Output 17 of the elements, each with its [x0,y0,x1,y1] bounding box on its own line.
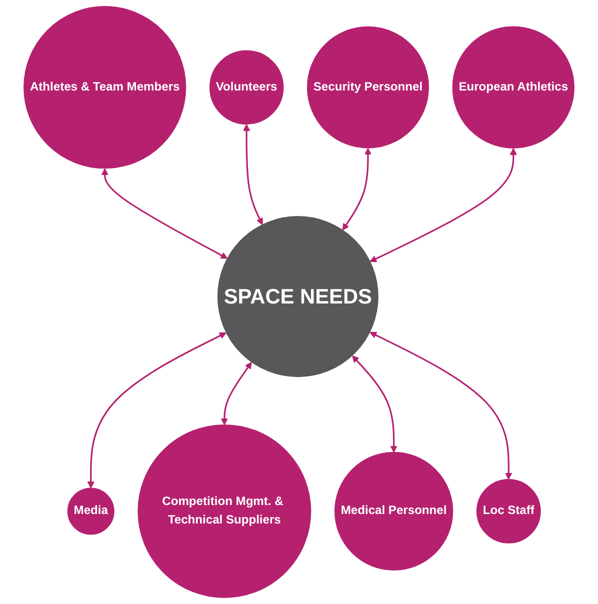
node-circle: Medical Personnel [334,452,454,571]
node-circle: Media [67,488,114,535]
arrow [370,332,512,480]
node-circle: Competition Mgmt. & Technical Suppliers [138,424,312,598]
arrow [87,332,226,488]
arrow [101,168,228,259]
node-circle: SPACE NEEDS [217,216,378,378]
node-circle: Security Personnel [306,26,429,148]
arrow [220,362,252,426]
arrow [243,124,263,226]
node-circle: Athletes & Team Members [24,6,186,169]
node-circle: Volunteers [209,50,284,124]
node-circle: Loc Staff [476,479,541,544]
arrow [370,148,517,262]
arrow [342,148,372,230]
arrow [352,355,398,453]
node-circle: European Athletics [452,26,574,148]
